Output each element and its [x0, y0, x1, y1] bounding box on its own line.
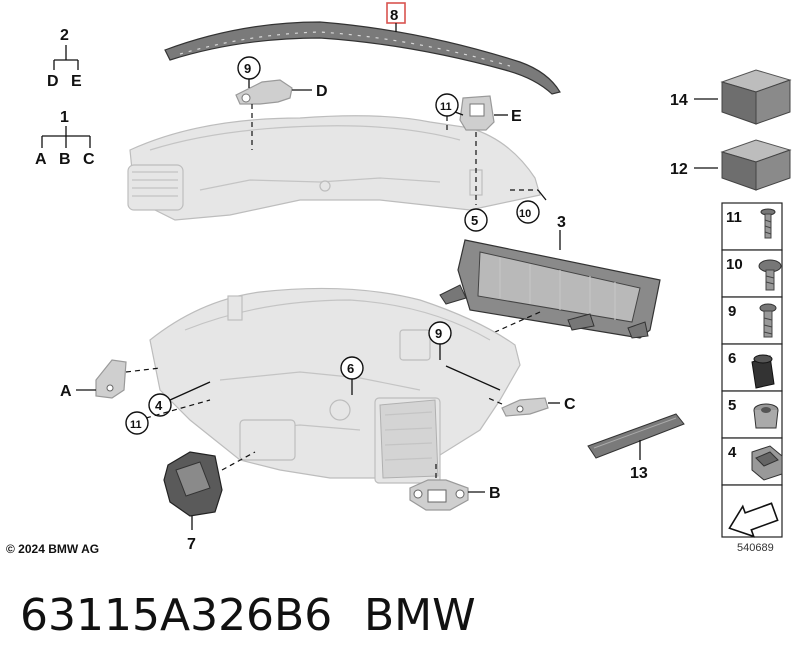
tree-child-E: E [71, 73, 82, 90]
callout-A: A [60, 383, 72, 400]
arrow-icon [728, 502, 779, 538]
side-panel: 14 12 11 10 9 [670, 69, 792, 538]
part-C-bracket: C [487, 396, 576, 417]
callout-9-mid: 9 [435, 326, 442, 341]
callout-4-11-group: 4 11 [125, 381, 211, 435]
panel-item-6: 6 [728, 350, 736, 367]
structure-tree: 2 D E 1 A B C [35, 27, 95, 168]
panel-item-11: 11 [726, 209, 742, 226]
callout-11-top: 11 [440, 101, 452, 113]
callout-9-top: 9 [244, 61, 251, 76]
callout-13: 13 [630, 465, 648, 482]
panel-item-5: 5 [728, 397, 736, 414]
panel-item-10: 10 [726, 256, 743, 273]
diagram-id: 540689 [737, 542, 774, 554]
callout-3: 3 [557, 214, 566, 231]
callout-7: 7 [187, 536, 196, 553]
callout-D: D [316, 83, 328, 100]
screw-9-icon [759, 303, 777, 338]
callout-4: 4 [155, 398, 163, 413]
panel-label-14: 14 [670, 92, 688, 109]
part-7-cap: 7 [163, 451, 256, 553]
part-D-bracket: D 9 [235, 56, 328, 150]
clip-5-icon [753, 403, 779, 429]
panel-label-12: 12 [670, 161, 688, 178]
callout-10-group: 10 [510, 189, 547, 224]
box-part-14 [720, 69, 792, 125]
part-B-bracket: B [409, 460, 501, 511]
callout-11-low: 11 [130, 419, 142, 431]
screw-11-icon [760, 208, 776, 239]
box-part-12 [720, 139, 792, 191]
tree-root-1: 1 [60, 109, 69, 126]
tree-root-2: 2 [60, 27, 69, 44]
part-A-bracket: A [60, 359, 161, 400]
callout-10: 10 [519, 208, 531, 220]
tree-child-C: C [83, 151, 95, 168]
panel-item-9: 9 [728, 303, 736, 320]
part-1-headlight-upper [127, 115, 541, 221]
part-headlight-lower [149, 287, 521, 484]
grommet-6-icon [751, 354, 775, 389]
callout-6-group: 6 [340, 356, 364, 395]
part-3-module: 3 [439, 214, 661, 339]
callout-E: E [511, 108, 522, 125]
part-8-trim-strip: 8 [164, 2, 561, 95]
callout-C: C [564, 396, 576, 413]
brand-name: BMW [364, 590, 476, 641]
callout-B: B [489, 485, 501, 502]
panel-item-4: 4 [728, 444, 737, 461]
tree-child-A: A [35, 151, 47, 168]
tree-child-D: D [47, 73, 59, 90]
part-number: 63115A326B6 [20, 590, 333, 641]
screw-10-icon [758, 259, 782, 291]
callout-6: 6 [347, 361, 354, 376]
tree-child-B: B [59, 151, 71, 168]
callout-9-mid-group: 9 [428, 321, 501, 391]
callout-8: 8 [390, 7, 398, 24]
callout-5: 5 [471, 213, 478, 228]
copyright-text: © 2024 BMW AG [6, 542, 100, 556]
part-E-bracket: E 11 5 [435, 93, 522, 232]
nut-4-icon [751, 445, 783, 481]
part-13-strip: 13 [587, 413, 685, 482]
